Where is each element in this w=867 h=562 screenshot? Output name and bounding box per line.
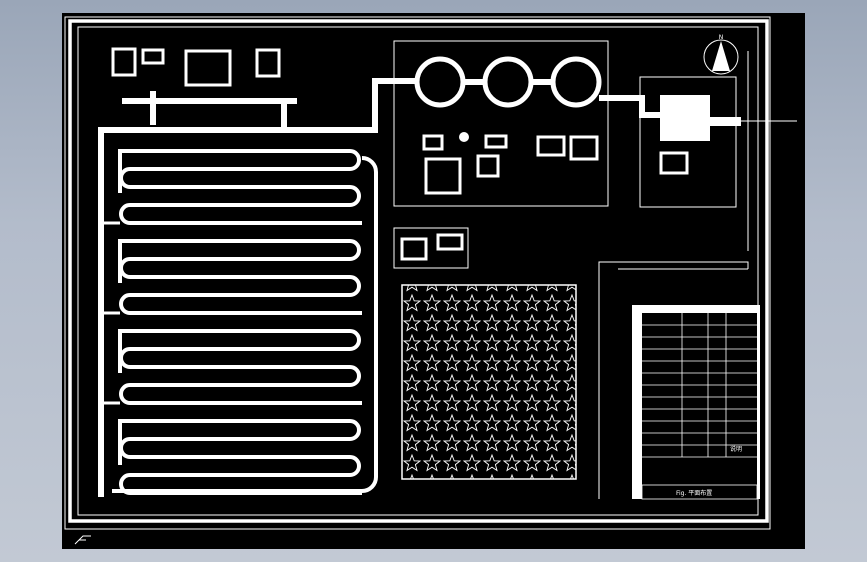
- riser-pipe: [372, 78, 396, 130]
- equipment-block: [660, 95, 710, 141]
- control-room: [393, 227, 469, 269]
- clarifier-tank-1: [414, 56, 466, 108]
- clarifier-tank-2: [482, 56, 534, 108]
- right-return-pipe: [112, 156, 378, 493]
- inner-border: [77, 26, 759, 516]
- table-marker: 说明: [730, 445, 742, 453]
- equipment-box: [422, 134, 444, 151]
- wetland-area: [401, 284, 577, 480]
- equipment-box: [476, 154, 500, 178]
- equipment-box: [400, 237, 428, 261]
- north-arrow: N: [703, 34, 739, 75]
- equipment-group-top-left: [111, 47, 281, 87]
- serpentine-channel-2: [118, 239, 362, 315]
- equipment-box: [141, 48, 165, 65]
- pump-marker: [459, 132, 469, 142]
- treatment-equipment: [422, 132, 599, 195]
- channel-partitions: [98, 221, 120, 405]
- equipment-box: [484, 134, 508, 149]
- equipment-box: [536, 135, 566, 157]
- north-label: N: [719, 34, 724, 41]
- title-block-text: Fig. 平面布置: [676, 489, 712, 497]
- sheet-border: [64, 16, 771, 530]
- equipment-box: [659, 151, 689, 175]
- site-plan-drawing: N: [64, 16, 797, 530]
- right-building: [639, 76, 737, 208]
- serpentine-channels: [112, 149, 378, 495]
- site-boundary: [598, 51, 749, 499]
- serpentine-channel-1: [118, 149, 362, 225]
- ucs-icon: [74, 535, 91, 545]
- equipment-box: [184, 49, 232, 87]
- outlet-pipe: [707, 117, 741, 126]
- clarifier-tank-3: [550, 56, 602, 108]
- title-block: Fig. 平面布置 说明: [632, 305, 760, 500]
- equipment-box: [436, 233, 464, 251]
- equipment-box: [255, 48, 281, 78]
- serpentine-channel-3: [118, 329, 362, 405]
- clarifier-tanks: [414, 56, 602, 108]
- header-pipes: [98, 78, 396, 497]
- cad-viewport[interactable]: N: [62, 13, 805, 549]
- treatment-area: [393, 40, 609, 207]
- equipment-box: [424, 157, 462, 195]
- tank-connectors: [396, 78, 660, 118]
- equipment-box: [569, 135, 599, 161]
- equipment-box: [111, 47, 137, 77]
- reference-number: 1: [98, 490, 102, 497]
- serpentine-channel-4: [118, 419, 362, 495]
- right-building-equipment: [659, 95, 797, 175]
- drawing-border: [68, 19, 769, 523]
